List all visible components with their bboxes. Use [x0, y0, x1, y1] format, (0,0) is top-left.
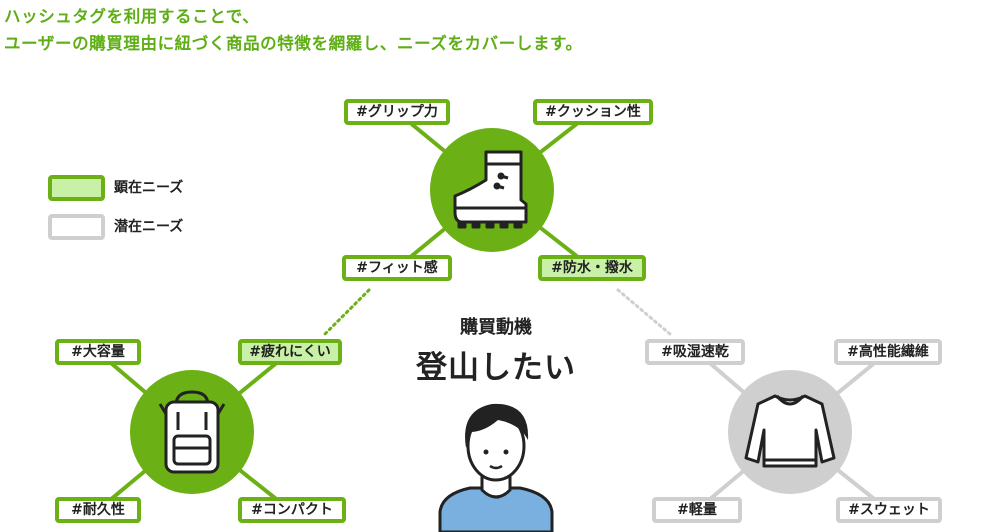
- headline-line-1: ハッシュタグを利用することで、: [4, 7, 260, 26]
- tag-waterproof: #防水・撥水: [538, 255, 646, 281]
- dotted-link-shoes-sweater: [616, 288, 672, 336]
- tag-durability: #耐久性: [55, 497, 141, 523]
- center-title: 登山したい: [416, 350, 576, 386]
- headline-line-2: ユーザーの購買理由に紐づく商品の特徴を網羅し、ニーズをカバーします。: [4, 34, 583, 53]
- center-subtitle: 購買動機: [460, 317, 532, 338]
- legend-label-senzai: 潜在ニーズ: [114, 219, 184, 235]
- headline: ハッシュタグを利用することで、 ユーザーの購買理由に紐づく商品の特徴を網羅し、ニ…: [4, 3, 583, 57]
- legend-swatch-kenzai: [48, 175, 105, 201]
- backpack-icon: [158, 390, 226, 474]
- person-illustration: [438, 403, 554, 532]
- tag-moisture-wicking: #吸湿速乾: [645, 339, 745, 365]
- tag-high-performance-fiber: #高性能繊維: [834, 339, 942, 365]
- tag-fit: #フィット感: [342, 255, 452, 281]
- legend-swatch-senzai: [48, 214, 105, 240]
- tag-lightweight: #軽量: [652, 497, 742, 523]
- tag-large-capacity: #大容量: [55, 339, 141, 365]
- legend-label-kenzai: 顕在ニーズ: [114, 180, 184, 196]
- hiking-boot-icon: [453, 150, 528, 229]
- tag-compact: #コンパクト: [238, 497, 346, 523]
- dotted-link-shoes-backpack: [323, 288, 371, 336]
- sweater-icon: [744, 394, 836, 468]
- tag-sweat: #スウェット: [836, 497, 942, 523]
- tag-less-tiring: #疲れにくい: [238, 339, 342, 365]
- tag-grip: #グリップ力: [344, 99, 450, 125]
- tag-cushion: #クッション性: [533, 99, 653, 125]
